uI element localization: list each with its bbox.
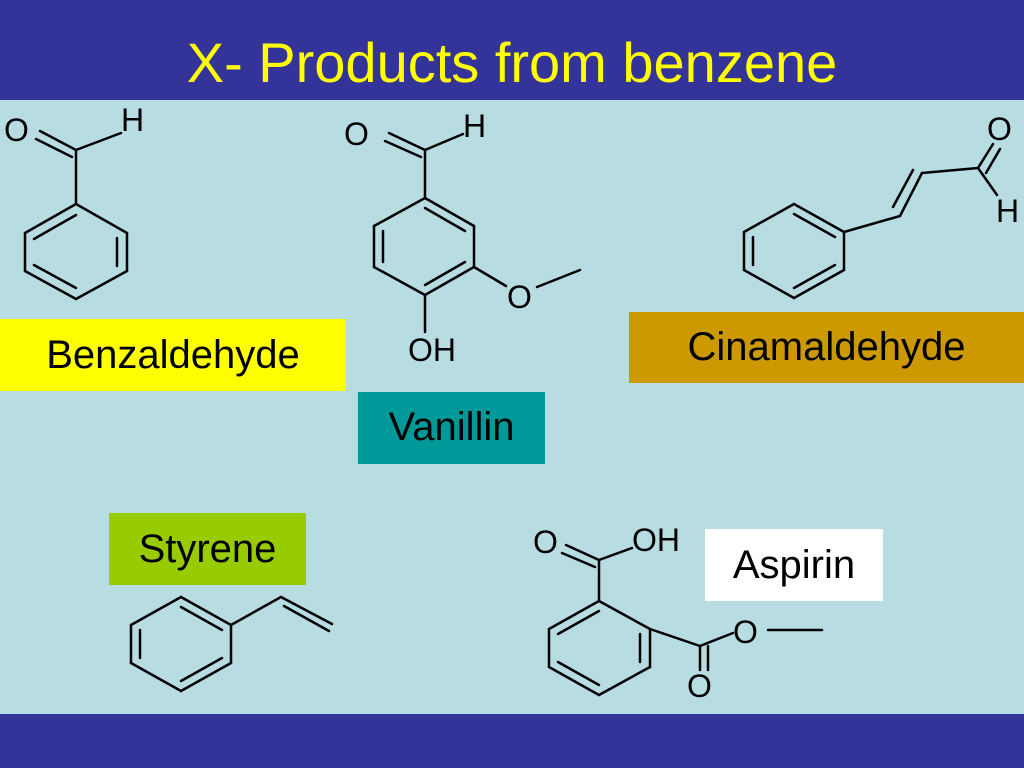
vanillin-label: Vanillin — [358, 392, 545, 464]
title-band — [0, 0, 1024, 100]
styrene-label: Styrene — [109, 513, 306, 585]
cinnamaldehyde-hydrogen: H — [996, 193, 1019, 229]
benzaldehyde-label: Benzaldehyde — [0, 319, 346, 391]
aspirin-hydroxyl: OH — [632, 522, 680, 558]
vanillin-methoxy-oxygen: O — [507, 279, 532, 315]
benzaldehyde-ring — [23, 202, 129, 301]
cinnamaldehyde-label: Cinamaldehyde — [629, 312, 1024, 383]
aspirin-ester-carbonyl-oxygen: O — [687, 668, 712, 704]
aspirin-label: Aspirin — [705, 529, 883, 601]
aspirin-ester-oxygen: O — [733, 614, 758, 650]
benzaldehyde-hydrogen: H — [121, 102, 144, 138]
styrene-ring — [129, 595, 233, 693]
aspirin-carbonyl-oxygen: O — [533, 524, 558, 560]
aspirin-ring — [547, 599, 652, 697]
slide-title: X- Products from benzene — [186, 31, 838, 94]
vanillin-aldehyde-oxygen: O — [344, 116, 369, 152]
vanillin-ring — [372, 196, 476, 297]
vanillin-hydroxyl: OH — [408, 332, 456, 368]
vanillin-aldehyde-hydrogen: H — [463, 108, 486, 144]
cinnamaldehyde-oxygen: O — [987, 111, 1012, 147]
footer-band — [0, 714, 1024, 768]
cinnamaldehyde-ring — [742, 202, 846, 300]
benzaldehyde-oxygen: O — [4, 112, 29, 148]
